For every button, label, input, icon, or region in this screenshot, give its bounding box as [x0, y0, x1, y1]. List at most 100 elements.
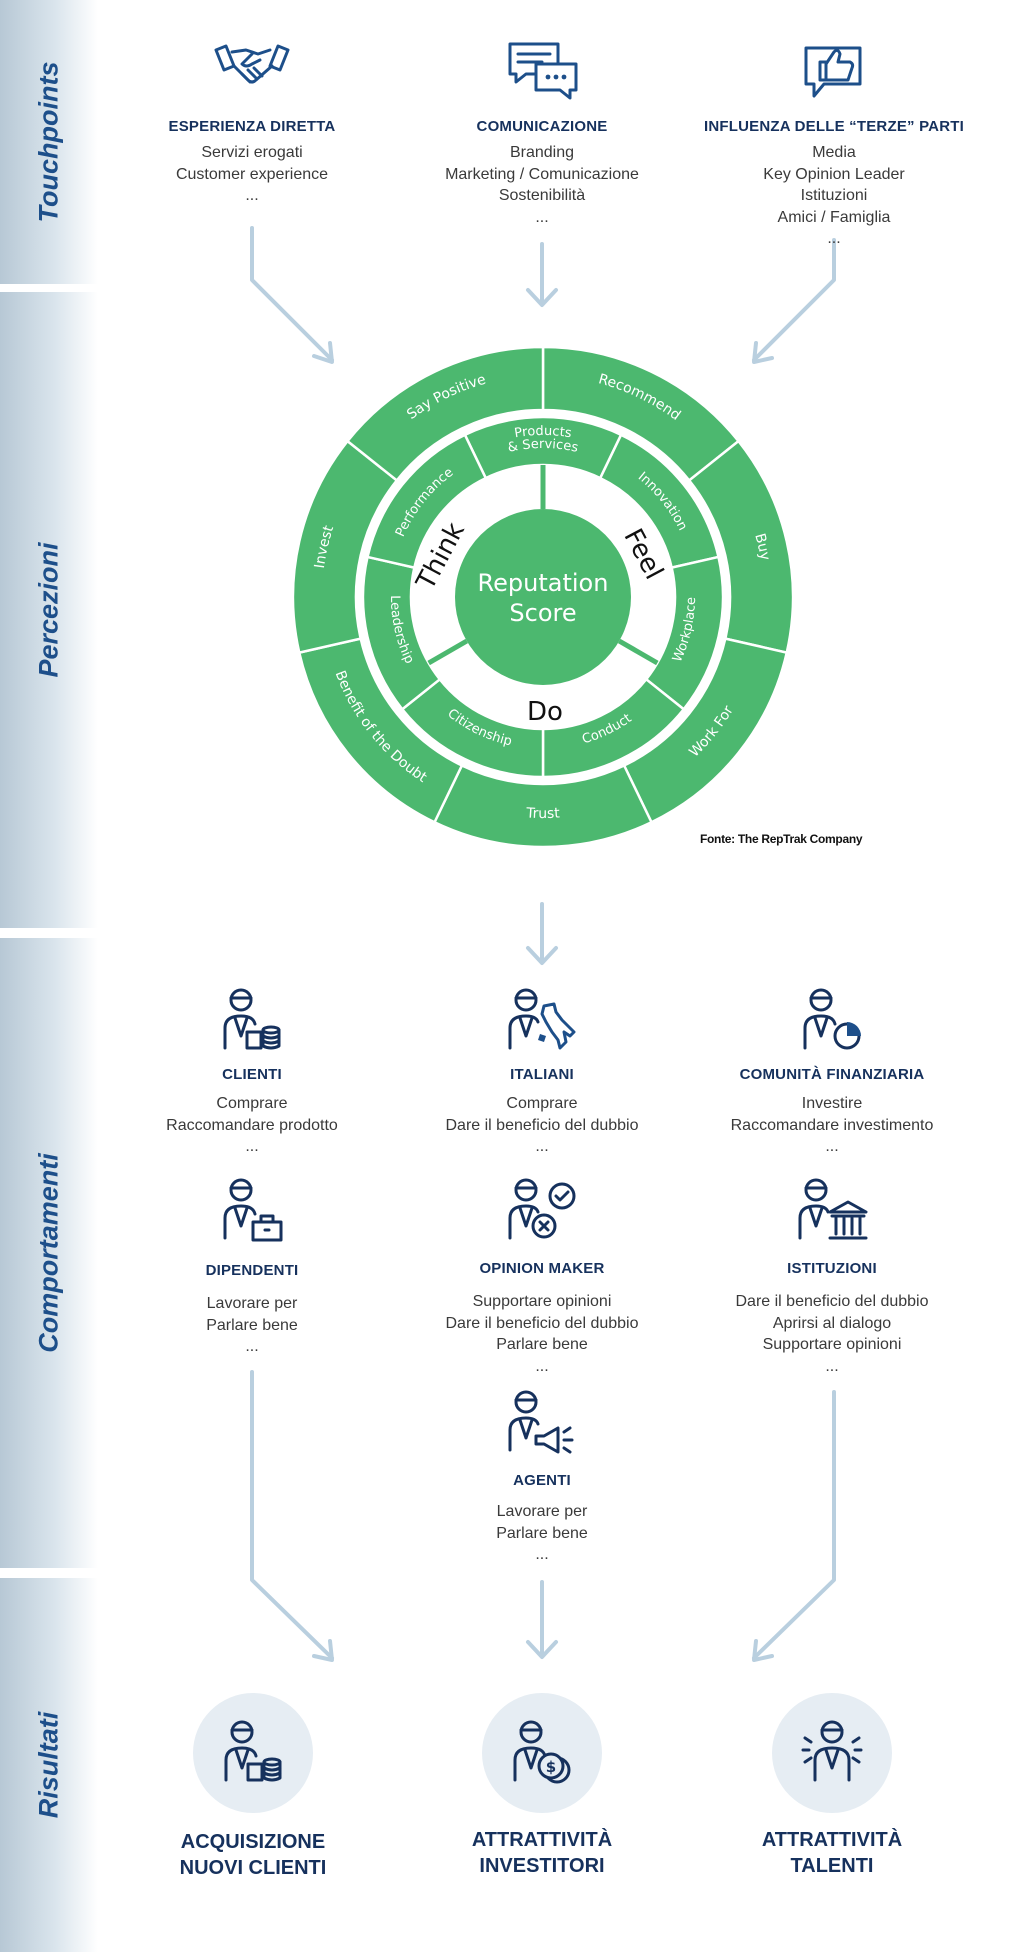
reputation-score-center [455, 509, 631, 685]
person-coins-icon [224, 1720, 282, 1782]
stakeholder-clienti: CLIENTI Comprare Raccomandare prodotto .… [142, 986, 362, 1158]
source-note: Fonte: The RepTrak Company [700, 832, 863, 846]
stakeholder-title: DIPENDENTI [205, 1262, 299, 1279]
stakeholder-line: ... [535, 1357, 549, 1375]
touchpoint-line: Branding [509, 144, 575, 161]
result-circle [193, 1693, 313, 1813]
stakeholder-line: Raccomandare investimento [730, 1116, 934, 1134]
touchpoint-line: Istituzioni [800, 187, 868, 204]
stakeholder-title: CLIENTI [222, 1066, 282, 1083]
stakeholder-line: ... [245, 1138, 259, 1155]
stakeholder-line: ... [535, 1546, 549, 1563]
touchpoint-line: Media [812, 144, 856, 161]
person-coins-icon [223, 988, 281, 1050]
touchpoint-line: Customer experience [175, 165, 329, 183]
feel-do-divider [617, 638, 659, 666]
chat-bubbles-icon [508, 42, 578, 100]
person-briefcase-icon [223, 1178, 283, 1242]
result-line: TALENTI [790, 1855, 874, 1877]
result-title: ATTRATTIVITÀ INVESTITORI [442, 1827, 642, 1879]
middle-ring-label: & Services [507, 437, 580, 456]
outer-ring-segment [345, 345, 545, 483]
person-check-cross-icon [508, 1178, 576, 1240]
result-line: ACQUISIZIONE [180, 1831, 326, 1853]
result-line: ATTRATTIVITÀ [471, 1829, 613, 1851]
middle-ring-label: Products [513, 424, 573, 441]
stakeholder-title: ITALIANI [510, 1066, 574, 1083]
stakeholder-title: AGENTI [513, 1472, 571, 1489]
stakeholder-line: Parlare bene [206, 1316, 298, 1334]
result-circle: $ [482, 1693, 602, 1813]
person-dollar-icon: $ [513, 1720, 571, 1784]
stakeholder-line: ... [535, 1138, 549, 1155]
touchpoint-comunicazione: COMUNICAZIONE Branding Marketing / Comun… [422, 40, 662, 228]
band-risultati: Risultati [0, 1578, 98, 1952]
touchpoint-terze-parti: INFLUENZA DELLE “TERZE” PARTI Media Key … [694, 40, 974, 250]
stakeholder-line: Dare il beneficio del dubbio [445, 1116, 639, 1134]
touchpoint-title: ESPERIENZA DIRETTA [168, 118, 336, 135]
stakeholder-line: Investire [801, 1095, 863, 1112]
stakeholder-line: Lavorare per [496, 1503, 588, 1520]
touchpoint-diretta: ESPERIENZA DIRETTA Servizi erogati Custo… [152, 40, 352, 207]
touchpoint-line: Amici / Famiglia [777, 208, 891, 226]
middle-ring-segment [366, 433, 488, 570]
result-title: ATTRATTIVITÀ TALENTI [732, 1827, 932, 1879]
result-line: NUOVI CLIENTI [179, 1857, 327, 1879]
thumbs-up-icon [804, 46, 862, 98]
touchpoint-line: Marketing / Comunicazione [445, 165, 639, 183]
band-percezioni: Percezioni [0, 292, 98, 928]
touchpoint-line: Servizi erogati [201, 144, 303, 161]
stakeholder-line: Dare il beneficio del dubbio [445, 1314, 639, 1332]
touchpoint-title: INFLUENZA DELLE “TERZE” PARTI [704, 118, 964, 135]
stakeholder-italiani: ITALIANI Comprare Dare il beneficio del … [422, 986, 662, 1158]
stakeholder-line: ... [245, 1338, 259, 1355]
touchpoint-line: ... [827, 230, 841, 247]
stakeholder-istituzioni: ISTITUZIONI Dare il beneficio del dubbio… [712, 1176, 952, 1377]
touchpoint-line: ... [245, 187, 259, 204]
stakeholder-dipendenti: DIPENDENTI Lavorare per Parlare bene ... [152, 1176, 352, 1358]
band-comportamenti: Comportamenti [0, 938, 98, 1568]
stakeholder-line: Parlare bene [496, 1524, 588, 1542]
stakeholder-agenti: AGENTI Lavorare per Parlare bene ... [442, 1388, 642, 1566]
person-pie-chart-icon [803, 988, 861, 1050]
stakeholder-line: Parlare bene [496, 1336, 588, 1353]
stakeholder-opinion-maker: OPINION MAKER Supportare opinioni Dare i… [422, 1176, 662, 1377]
touchpoint-line: Sostenibilità [498, 187, 586, 204]
stakeholder-comunita-finanziaria: COMUNITÀ FINANZIARIA Investire Raccomand… [712, 986, 952, 1158]
stakeholder-line: ... [825, 1357, 839, 1375]
outer-ring-label: Buy [751, 532, 773, 562]
stakeholder-title: ISTITUZIONI [787, 1260, 877, 1277]
result-line: ATTRATTIVITÀ [761, 1829, 903, 1851]
band-touchpoints: Touchpoints [0, 0, 98, 284]
person-institution-icon [798, 1178, 868, 1240]
stakeholder-line: Comprare [216, 1095, 288, 1112]
outer-ring-label: Trust [525, 805, 561, 822]
center-label: Score [509, 599, 576, 627]
stakeholder-title: COMUNITÀ FINANZIARIA [739, 1066, 925, 1083]
stakeholder-line: ... [825, 1138, 839, 1155]
person-megaphone-icon [508, 1390, 574, 1454]
center-label: Reputation [478, 569, 609, 597]
svg-text:$: $ [546, 1758, 556, 1776]
stakeholder-line: Supportare opinioni [472, 1293, 612, 1310]
stakeholder-line: Aprirsi al dialogo [772, 1314, 892, 1332]
touchpoint-line: Key Opinion Leader [763, 165, 905, 183]
result-line: INVESTITORI [479, 1855, 605, 1877]
do-think-divider [427, 638, 469, 666]
result-title: ACQUISIZIONE NUOVI CLIENTI [153, 1829, 353, 1881]
stakeholder-line: Comprare [506, 1095, 578, 1112]
do-label: Do [527, 697, 563, 727]
result-circle [772, 1693, 892, 1813]
person-italy-icon [508, 988, 576, 1050]
stakeholder-line: Lavorare per [206, 1295, 298, 1312]
stakeholder-line: Supportare opinioni [762, 1336, 902, 1353]
touchpoint-title: COMUNICAZIONE [476, 118, 608, 135]
stakeholder-line: Dare il beneficio del dubbio [735, 1293, 929, 1310]
stakeholder-title: OPINION MAKER [479, 1260, 605, 1277]
person-star-icon [801, 1720, 863, 1782]
touchpoint-line: ... [535, 208, 549, 226]
handshake-icon [214, 44, 290, 84]
stakeholder-line: Raccomandare prodotto [166, 1116, 338, 1134]
